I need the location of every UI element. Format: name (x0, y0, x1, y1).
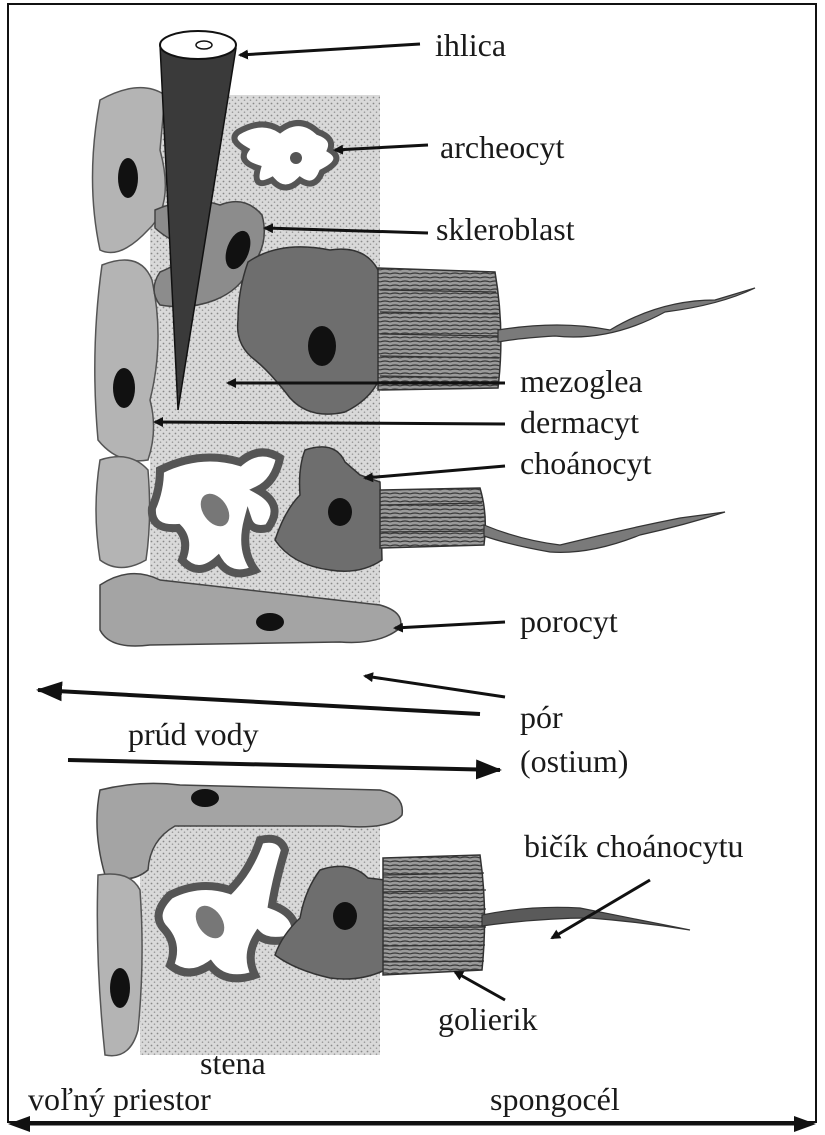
nucleus (328, 498, 352, 526)
bicik-flagellum (498, 288, 755, 342)
nucleus (118, 158, 138, 198)
label-mezoglea: mezoglea (520, 363, 643, 399)
golierik-collar (378, 268, 501, 390)
nucleus (191, 789, 219, 807)
dermacyt-cell (96, 457, 150, 568)
arrow-por (365, 676, 505, 697)
arrow-porocyt (395, 622, 505, 628)
arrow-golierik (455, 972, 505, 1000)
label-por: pór (520, 699, 563, 735)
dermacyt-cell (95, 260, 158, 461)
arrow-dermacyt (155, 422, 505, 424)
label-ostium: (ostium) (520, 743, 628, 779)
label-dermacyt: dermacyt (520, 404, 639, 440)
label-porocyt: porocyt (520, 603, 618, 639)
spicule-canal (196, 41, 212, 49)
label-stena: stena (200, 1045, 266, 1081)
region-axis (8, 1116, 816, 1132)
flow-arrow-out (38, 690, 480, 714)
label-bicik-choanocytu: bičík choánocytu (524, 828, 743, 864)
label-golierik: golierik (438, 1001, 538, 1037)
label-volny-priestor: voľný priestor (28, 1081, 211, 1117)
label-prud-vody: prúd vody (128, 716, 259, 752)
upper-wall (93, 31, 756, 646)
label-spongocel: spongocél (490, 1081, 620, 1117)
axis-arrowhead-left (8, 1116, 30, 1132)
label-ihlica: ihlica (435, 27, 506, 63)
nucleus (333, 902, 357, 930)
nucleus (308, 326, 336, 366)
arrow-ihlica (240, 44, 420, 55)
flow-arrow-in (68, 760, 500, 770)
nucleus (290, 152, 302, 164)
label-archeocyt: archeocyt (440, 129, 564, 165)
nucleus (113, 368, 135, 408)
dermacyt-cell (97, 874, 142, 1056)
label-choanocyt: choánocyt (520, 445, 652, 481)
bicik-flagellum (484, 512, 725, 552)
label-skleroblast: skleroblast (436, 211, 575, 247)
axis-arrowhead-right (794, 1116, 816, 1132)
nucleus (110, 968, 130, 1008)
nucleus (256, 613, 284, 631)
water-flow-arrows (38, 690, 500, 770)
lower-wall (97, 783, 690, 1055)
arrow-choanocyt (365, 466, 505, 478)
